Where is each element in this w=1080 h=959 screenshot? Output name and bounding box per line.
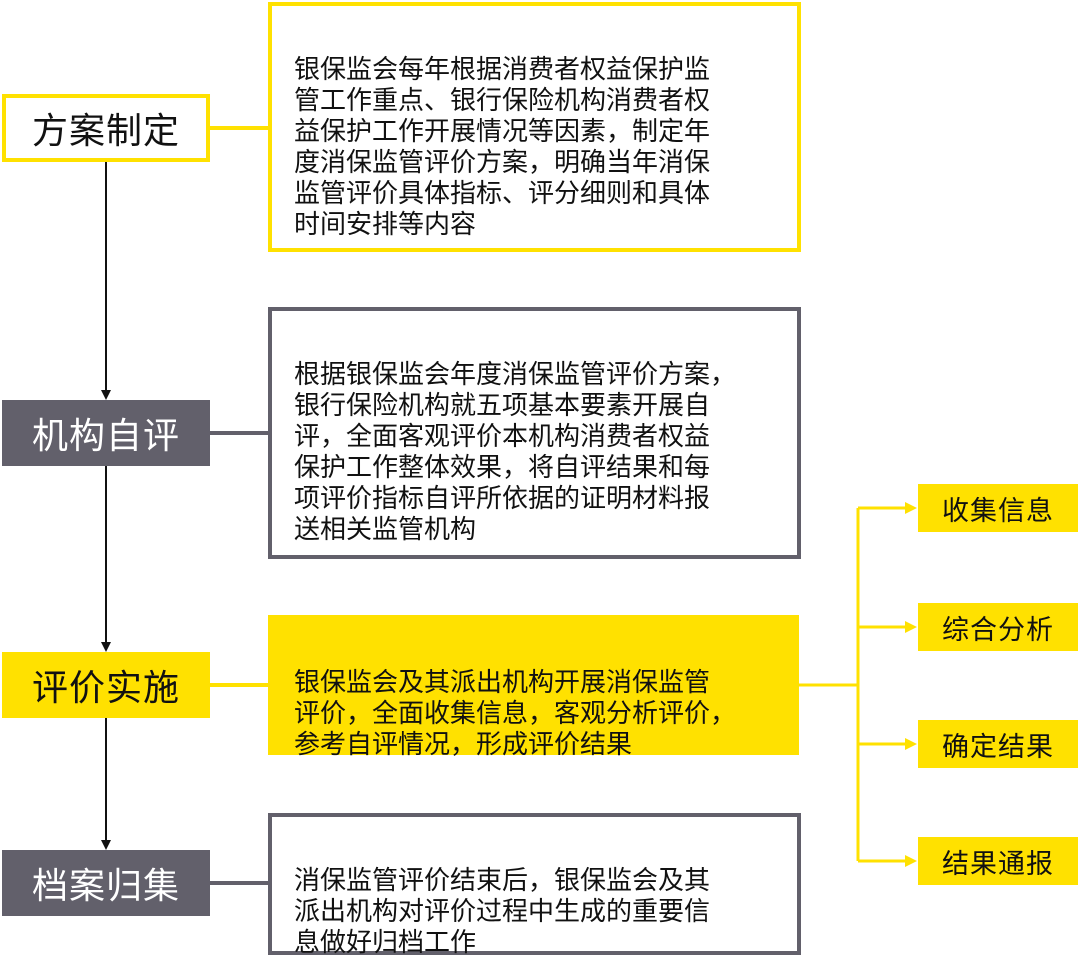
evaluation-description-text: 银保监会及其派出机构开展消保监管 评价，全面收集信息，客观分析评价， 参考自评情… bbox=[294, 668, 737, 760]
step-self-assessment-label: 机构自评 bbox=[31, 416, 180, 457]
outcome-analysis: 综合分析 bbox=[918, 603, 1078, 651]
step-archive-label: 档案归集 bbox=[31, 866, 180, 907]
outcome-determine-result-label: 确定结果 bbox=[942, 731, 1054, 763]
plan-description-text: 银保监会每年根据消费者权益保护监 管工作重点、银行保险机构消费者权 益保护工作开… bbox=[294, 55, 711, 240]
outcome-report-result-label: 结果通报 bbox=[942, 848, 1054, 880]
outcome-determine-result: 确定结果 bbox=[918, 720, 1078, 768]
outcome-collect-info-label: 收集信息 bbox=[942, 495, 1054, 527]
outcome-report-result: 结果通报 bbox=[918, 837, 1078, 885]
archive-description-text: 消保监管评价结束后，银保监会及其 派出机构对评价过程中生成的重要信 息做好归档工… bbox=[294, 866, 711, 958]
step-self-assessment: 机构自评 bbox=[2, 400, 210, 466]
step-archive: 档案归集 bbox=[2, 850, 210, 916]
outcome-bracket bbox=[798, 502, 917, 867]
evaluation-description: 银保监会及其派出机构开展消保监管 评价，全面收集信息，客观分析评价， 参考自评情… bbox=[268, 615, 799, 760]
step-plan-label: 方案制定 bbox=[31, 111, 180, 152]
step-evaluation-label: 评价实施 bbox=[31, 668, 180, 709]
self-assessment-description-text: 根据银保监会年度消保监管评价方案， 银行保险机构就五项基本要素开展自 评，全面客… bbox=[294, 360, 737, 545]
archive-description: 消保监管评价结束后，银保监会及其 派出机构对评价过程中生成的重要信 息做好归档工… bbox=[268, 813, 801, 958]
self-assessment-description: 根据银保监会年度消保监管评价方案， 银行保险机构就五项基本要素开展自 评，全面客… bbox=[268, 307, 801, 559]
step-evaluation: 评价实施 bbox=[2, 652, 210, 718]
outcome-collect-info: 收集信息 bbox=[918, 484, 1078, 532]
step-plan: 方案制定 bbox=[2, 94, 210, 162]
outcome-analysis-label: 综合分析 bbox=[942, 614, 1054, 646]
plan-description: 银保监会每年根据消费者权益保护监 管工作重点、银行保险机构消费者权 益保护工作开… bbox=[268, 2, 801, 252]
